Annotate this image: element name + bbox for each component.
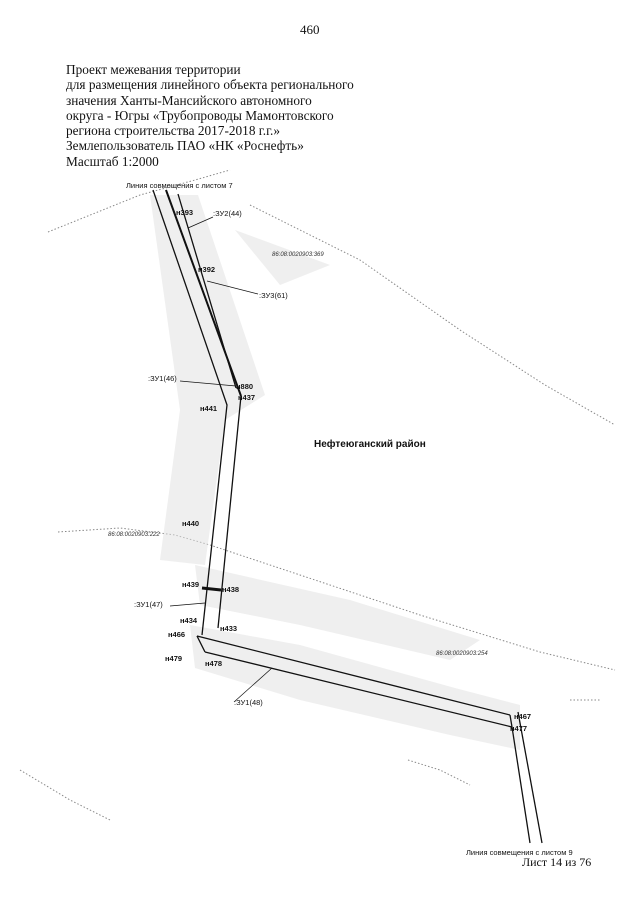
- cadastral-number: 86:08:0020903:369: [272, 252, 324, 258]
- cadastral-number: 86:08:0020903:222: [108, 532, 160, 538]
- point-label: н479: [165, 654, 182, 663]
- leader-lines: [169, 216, 273, 703]
- document-header: Проект межевания территории для размещен…: [66, 62, 386, 169]
- match-line-top: Линия совмещения с листом 7: [126, 181, 233, 190]
- parcel-label: :ЗУ1(46): [148, 374, 177, 383]
- header-line: значения Ханты-Мансийского автономного: [66, 92, 312, 108]
- header-line: для размещения линейного объекта региона…: [66, 77, 354, 93]
- match-line-bottom: Линия совмещения с листом 9: [466, 848, 573, 857]
- scale-line: Масштаб 1:2000: [66, 153, 159, 169]
- header-line: округа - Югры «Трубопроводы Мамонтовског…: [66, 107, 334, 123]
- parcel-label: :ЗУ1(47): [134, 600, 163, 609]
- point-label: н392: [198, 265, 215, 274]
- point-label: н477: [510, 724, 527, 733]
- point-label: н437: [238, 393, 255, 402]
- point-label: н440: [182, 519, 199, 528]
- point-label: н466: [168, 630, 185, 639]
- page-number: 460: [300, 22, 320, 37]
- point-label: н478: [205, 659, 222, 668]
- district-label: Нефтеюганский район: [314, 438, 426, 450]
- point-label: н438: [222, 585, 239, 594]
- cadastral-number: 86:08:0020903:254: [436, 651, 488, 657]
- buffer-zones: [150, 195, 520, 750]
- header-line: региона строительства 2017-2018 г.г.»: [66, 123, 280, 139]
- header-line: Проект межевания территории: [66, 62, 241, 77]
- parcel-boundaries: [19, 169, 616, 821]
- point-label: н441: [200, 404, 217, 413]
- sheet-number: Лист 14 из 76: [522, 855, 592, 869]
- point-label: н439: [182, 580, 199, 589]
- point-label: н434: [180, 616, 198, 625]
- parcel-label: :ЗУ3(61): [259, 291, 288, 300]
- point-label: н433: [220, 624, 237, 633]
- point-label: н880: [236, 382, 253, 391]
- header-line: Землепользователь ПАО «НК «Роснефть»: [66, 138, 304, 154]
- point-label: н393: [176, 208, 193, 217]
- parcel-label: :ЗУ2(44): [213, 209, 242, 218]
- parcel-label: :ЗУ1(48): [234, 698, 263, 707]
- pipeline-corridor: [152, 189, 543, 844]
- point-label: н467: [514, 712, 531, 721]
